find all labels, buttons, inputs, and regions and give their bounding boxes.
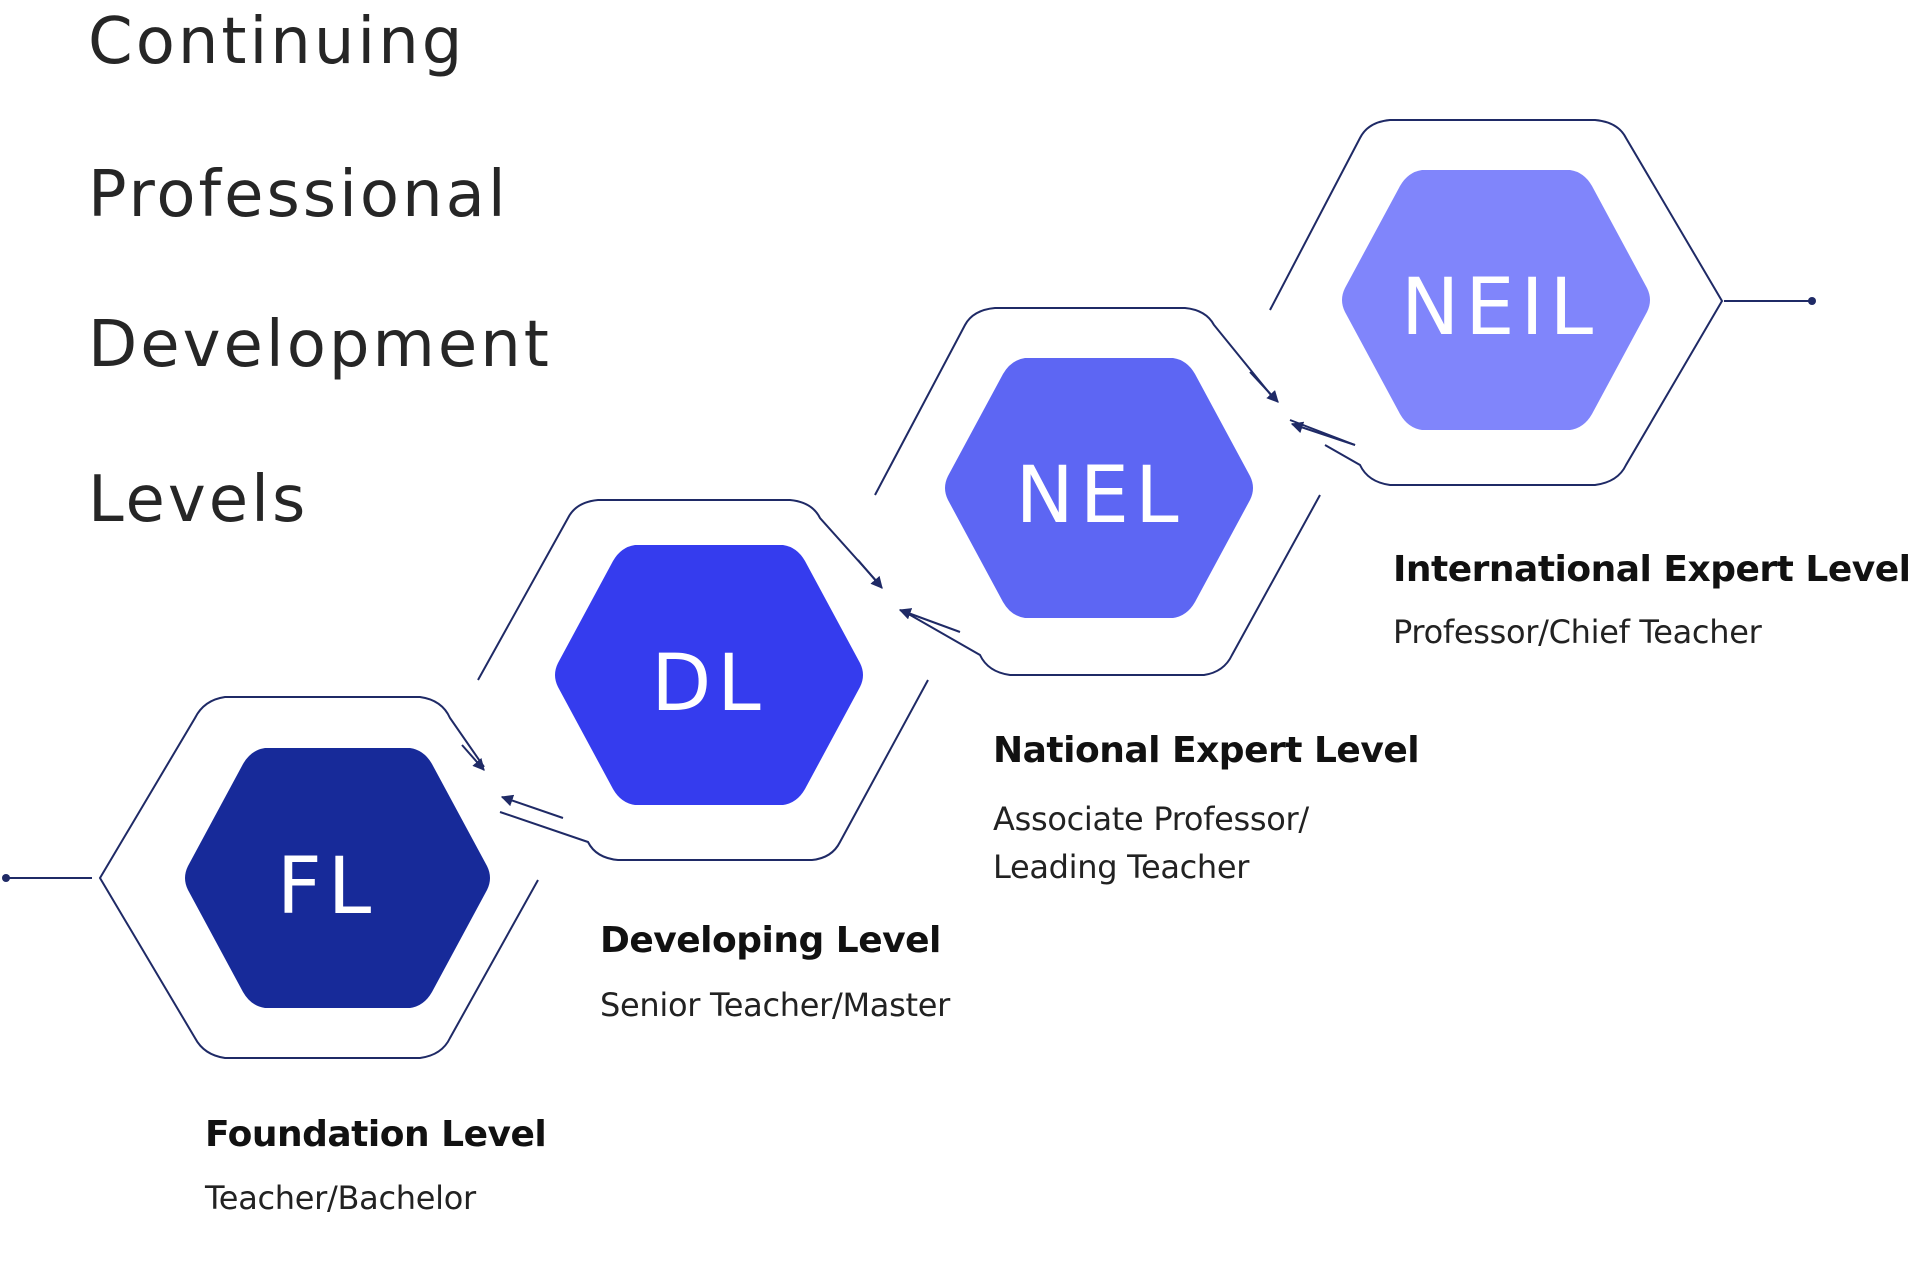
level-name-dl: Developing Level [600,920,941,961]
title-line-2: Professional [88,158,509,232]
exit-dot [1808,297,1816,305]
hex-code-neil: NEIL [1401,263,1599,353]
entry-dot [2,874,10,882]
hex-code-fl: FL [277,842,377,932]
title-line-3: Development [88,308,552,382]
arrow-fl-dl-back [500,794,564,819]
level-name-nel: National Expert Level [993,730,1420,771]
level-name-fl: Foundation Level [205,1114,547,1155]
hex-code-nel: NEL [1015,451,1184,541]
hexagon-nel [945,358,1253,618]
title-line-4: Levels [88,463,309,537]
level-role-nel-line1: Associate Professor/ [993,800,1309,838]
arrow-nel-neil-back [1290,421,1356,446]
arrow-dl-nel-forward [857,559,883,589]
level-name-neil: International Expert Level [1393,549,1911,590]
hexagon-dl [555,545,863,805]
level-role-fl: Teacher/Bachelor [205,1179,476,1217]
level-role-dl: Senior Teacher/Master [600,986,950,1024]
arrow-fl-dl-forward [461,744,485,771]
level-role-nel-line2: Leading Teacher [993,848,1250,886]
level-role-neil: Professor/Chief Teacher [1393,613,1762,651]
hexagon-neil [1342,170,1650,430]
outer-hex-nel [874,307,1321,676]
outer-hex-fl [98,696,539,1059]
hexagon-fl [185,748,490,1008]
hex-code-dl: DL [651,639,767,729]
arrow-nel-neil-forward [1249,371,1279,403]
outer-hex-dl [477,499,929,861]
arrow-dl-nel-back [898,608,961,633]
title-line-1: Continuing [88,5,466,79]
